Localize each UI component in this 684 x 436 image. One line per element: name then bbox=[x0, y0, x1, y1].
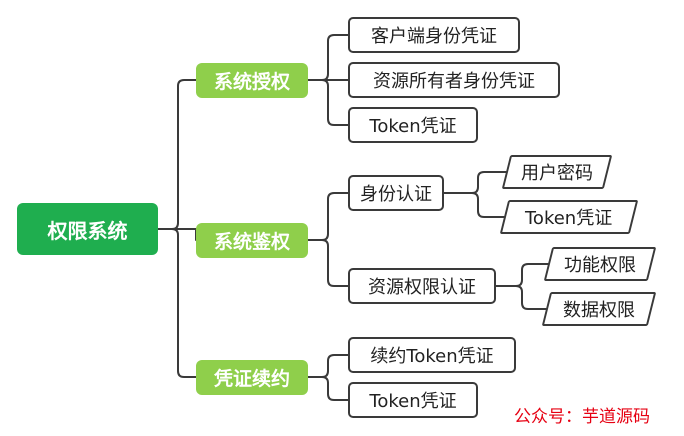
auth-child-2-label: 资源所有者身份凭证 bbox=[373, 71, 535, 92]
branch-renew: 凭证续约 bbox=[196, 360, 308, 395]
resource-data: 数据权限 bbox=[541, 292, 657, 326]
watermark-text: 公众号：芋道源码 bbox=[514, 407, 650, 427]
identity-child-2-label: Token凭证 bbox=[525, 208, 613, 229]
link-verify-identity bbox=[307, 192, 349, 241]
link-verify-resource bbox=[307, 239, 349, 287]
renew-child-2-label: Token凭证 bbox=[369, 391, 457, 412]
link-resource-child-2 bbox=[495, 285, 547, 310]
verify-resource: 资源权限认证 bbox=[348, 268, 496, 304]
verify-identity-label: 身份认证 bbox=[360, 184, 432, 205]
link-root-auth bbox=[157, 79, 197, 230]
branch-verify-label: 系统鉴权 bbox=[213, 231, 290, 253]
branch-renew-label: 凭证续约 bbox=[213, 368, 290, 390]
branch-auth: 系统授权 bbox=[196, 63, 308, 98]
root-label: 权限系统 bbox=[47, 218, 128, 243]
link-identity-child-2 bbox=[443, 192, 505, 218]
resource-function: 功能权限 bbox=[543, 247, 657, 281]
auth-child-3-label: Token凭证 bbox=[369, 116, 457, 137]
branch-verify: 系统鉴权 bbox=[196, 223, 308, 258]
link-renew-child-2 bbox=[307, 376, 349, 401]
auth-client-credential: 客户端身份凭证 bbox=[348, 17, 520, 53]
resource-child-1-label: 功能权限 bbox=[564, 255, 636, 276]
verify-resource-label: 资源权限认证 bbox=[368, 277, 476, 298]
link-auth-child-1 bbox=[307, 34, 349, 81]
identity-child-1-label: 用户密码 bbox=[521, 163, 593, 184]
link-root-renew bbox=[157, 228, 197, 378]
link-renew-child-1 bbox=[307, 354, 349, 378]
renew-base-token: Token凭证 bbox=[348, 382, 478, 418]
identity-password: 用户密码 bbox=[501, 155, 613, 189]
verify-identity: 身份认证 bbox=[348, 175, 444, 211]
link-identity-child-1 bbox=[443, 171, 507, 194]
renew-child-1-label: 续约Token凭证 bbox=[370, 346, 494, 367]
link-auth-child-3 bbox=[307, 79, 349, 126]
link-resource-child-1 bbox=[495, 263, 549, 287]
auth-token-credential: Token凭证 bbox=[348, 107, 478, 143]
resource-child-2-label: 数据权限 bbox=[563, 300, 635, 321]
root-node: 权限系统 bbox=[17, 203, 158, 255]
identity-token: Token凭证 bbox=[499, 200, 639, 234]
auth-child-1-label: 客户端身份凭证 bbox=[371, 26, 497, 47]
renew-token-credential: 续约Token凭证 bbox=[348, 337, 516, 373]
branch-auth-label: 系统授权 bbox=[213, 71, 290, 93]
auth-owner-credential: 资源所有者身份凭证 bbox=[348, 62, 560, 98]
